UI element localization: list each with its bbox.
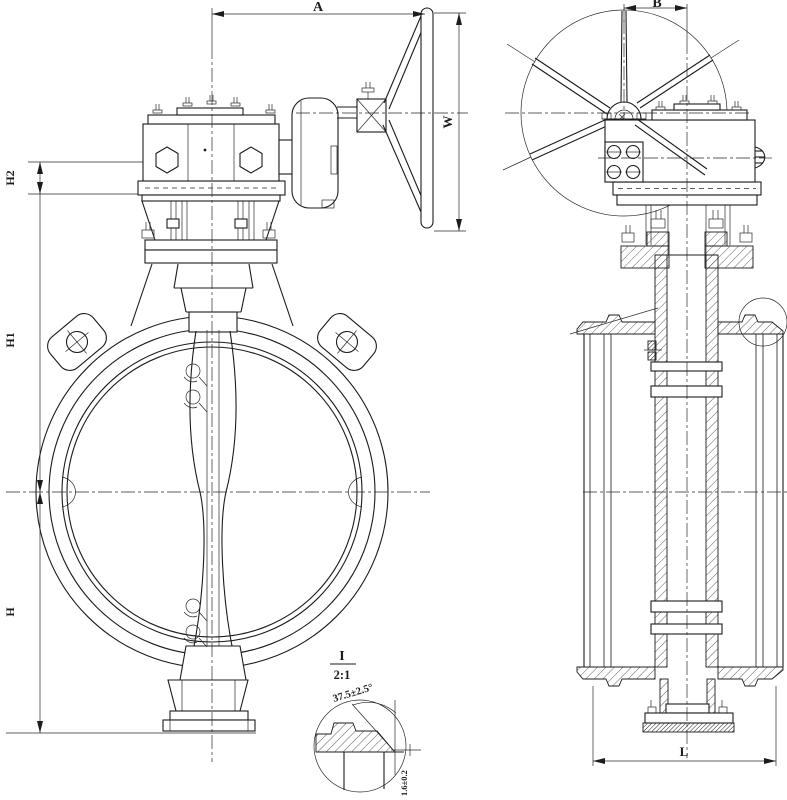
worm-shaft-cap	[754, 146, 766, 169]
bottom-stem-boss	[179, 645, 247, 681]
handwheel-rim-profile	[420, 7, 434, 229]
handwheel-spokes	[529, 10, 714, 161]
side-body-tube	[583, 334, 784, 667]
top-flange-right	[717, 314, 784, 335]
dim-label-h: H	[3, 607, 17, 617]
dim-label-h2: H2	[3, 170, 17, 185]
dimensions	[6, 4, 777, 766]
top-flange-left	[576, 314, 656, 335]
side-view	[502, 9, 787, 733]
gearbox-bracket	[141, 200, 280, 264]
right-seat-ear	[348, 476, 363, 508]
detail-label: I	[339, 649, 344, 664]
gearbox-cover-bolts	[152, 95, 276, 114]
detail-view	[313, 699, 421, 793]
bottom-flange-right	[717, 666, 784, 687]
handwheel-front	[502, 9, 740, 217]
detail-angle-dim: 37.5±2.5°	[332, 682, 375, 705]
spoke-over-gearbox	[634, 118, 708, 176]
detail-scale: 2:1	[334, 668, 351, 682]
gearbox-bolt-left	[155, 146, 179, 174]
left-lug	[47, 313, 107, 371]
dim-label-h1: H1	[3, 332, 17, 347]
gearbox-side-cover-bolts	[655, 95, 742, 111]
detail-indicator-circle	[738, 297, 787, 347]
bottom-neck	[162, 679, 256, 732]
top-stem-boss	[188, 311, 238, 333]
grease-fitting	[361, 82, 375, 99]
bottom-stem-cover	[642, 678, 735, 733]
disc-bolts	[183, 363, 208, 648]
gearbox-base-flange	[137, 180, 286, 202]
top-neck	[130, 263, 294, 327]
handwheel-side-view	[337, 7, 434, 229]
gearbox-body	[142, 95, 280, 182]
dim-label-l: L	[680, 744, 689, 759]
gearbox-bolt-right	[239, 146, 263, 174]
worm-housing	[278, 97, 339, 209]
motor-mount-plate	[604, 141, 644, 183]
bottom-flange-left	[576, 666, 656, 687]
detail-edge-dim: 1.6±0.2	[399, 770, 409, 796]
dim-label-b: B	[652, 0, 661, 11]
stem-column	[644, 254, 723, 668]
gearbox-side	[604, 95, 766, 206]
dim-label-a: A	[313, 0, 324, 15]
right-lug	[317, 313, 377, 371]
handwheel-hub-front	[601, 101, 647, 121]
centerlines	[6, 20, 787, 762]
front-view	[35, 7, 434, 732]
dim-label-w: W	[440, 116, 455, 129]
